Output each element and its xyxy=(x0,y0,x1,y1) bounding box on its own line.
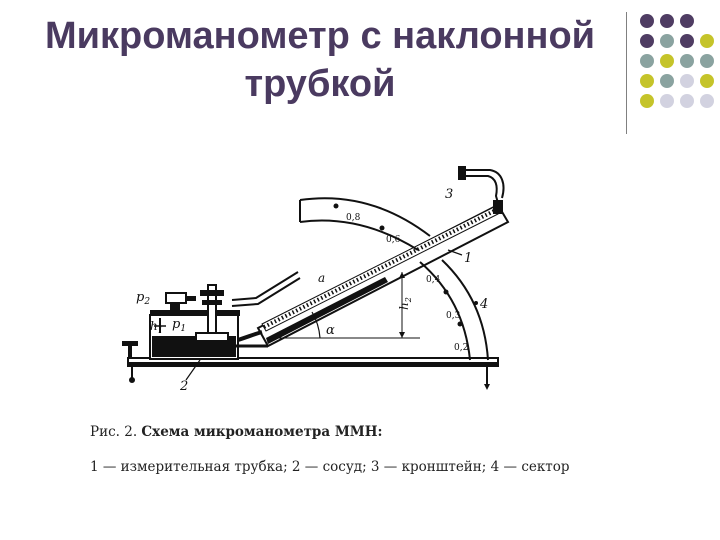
decor-dot xyxy=(640,74,654,88)
decor-dot xyxy=(660,74,674,88)
label-p1: p1 xyxy=(172,317,186,334)
decor-dot xyxy=(680,94,694,108)
label-h1: h1 xyxy=(150,319,163,335)
label-4: 4 xyxy=(479,297,488,312)
caption-prefix: Рис. 2. xyxy=(90,424,138,440)
scale-label-08: 0,8 xyxy=(346,213,361,223)
label-p2: p2 xyxy=(136,290,150,307)
decor-dot xyxy=(680,14,694,28)
decor-dot xyxy=(640,34,654,48)
inclined-tube xyxy=(231,203,510,348)
decor-dot xyxy=(660,14,674,28)
decor-dot xyxy=(700,74,714,88)
decor-dot xyxy=(640,54,654,68)
sector-arc xyxy=(299,197,489,361)
decor-dot xyxy=(660,94,674,108)
decor-dot xyxy=(640,94,654,108)
bracket xyxy=(458,166,505,214)
decor-dot-grid xyxy=(640,14,716,108)
scale-label-04: 0,4 xyxy=(426,275,441,285)
scale-label-03: 0,3 xyxy=(446,311,461,321)
label-2: 2 xyxy=(179,379,188,394)
label-a: a xyxy=(318,271,325,285)
label-1: 1 xyxy=(464,251,472,266)
title-line-1: Микроманометр с наклонной xyxy=(44,15,596,57)
label-3: 3 xyxy=(445,187,453,202)
decor-dot xyxy=(680,34,694,48)
decor-dot xyxy=(700,54,714,68)
decor-dot xyxy=(680,74,694,88)
decor-dot xyxy=(680,54,694,68)
decor-dot xyxy=(660,54,674,68)
decor-dot xyxy=(700,94,714,108)
scale-label-06: 0,6 xyxy=(386,235,401,245)
label-alpha: α xyxy=(326,323,335,338)
decor-divider xyxy=(626,12,627,134)
slide-title: Микроманометр с наклонной трубкой xyxy=(20,12,620,108)
label-h2: h2 xyxy=(397,297,413,310)
caption-title: Схема микроманометра ММН: xyxy=(141,424,383,440)
decor-dot xyxy=(660,34,674,48)
micromanometer-diagram: 3 1 4 2 p2 p1 h1 h2 α a 0,8 0,6 0,4 0,3 … xyxy=(122,166,510,394)
figure-legend: 1 — измерительная трубка; 2 — сосуд; 3 —… xyxy=(90,459,570,475)
title-line-2: трубкой xyxy=(244,63,396,105)
decor-dot xyxy=(700,34,714,48)
reservoir-vessel xyxy=(149,284,240,381)
decor-dot xyxy=(640,14,654,28)
figure-caption: Рис. 2. Схема микроманометра ММН: xyxy=(90,424,382,440)
scale-label-02: 0,2 xyxy=(454,343,468,353)
